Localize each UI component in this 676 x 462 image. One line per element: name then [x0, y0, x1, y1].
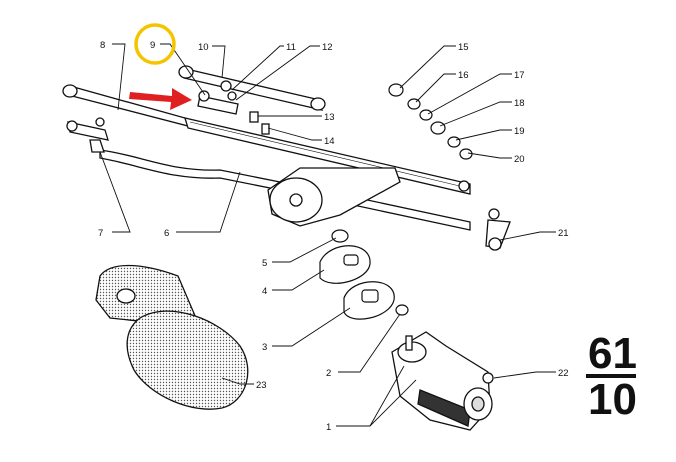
motor-shaft: [405, 335, 413, 351]
left-crank-bolt: [95, 117, 105, 127]
right-crank-pivot: [488, 237, 502, 251]
left-crank-pivot: [66, 120, 78, 132]
rod-8-eye: [62, 84, 78, 98]
label-8: 8: [100, 40, 105, 51]
ball-joint-9: [198, 90, 210, 102]
label-9: 9: [150, 40, 155, 51]
label-1: 1: [326, 422, 331, 433]
section-divider: [586, 374, 636, 378]
ring-17: [419, 109, 433, 121]
nut-15: [388, 83, 404, 97]
annotations: [129, 23, 192, 110]
linkage-assembly: [62, 65, 511, 251]
label-11: 11: [286, 42, 296, 53]
rod-right-eye: [458, 180, 470, 192]
hardware-stack: [388, 83, 473, 160]
motor-can-shade: [417, 389, 471, 427]
rod-10-eye-left: [178, 65, 194, 79]
section-bottom: 10: [588, 375, 637, 424]
label-13: 13: [324, 112, 335, 123]
label-6: 6: [164, 228, 169, 239]
washer-16: [407, 98, 421, 110]
main-linkage-rod: [184, 117, 471, 195]
label-4: 4: [262, 286, 267, 297]
label-3: 3: [262, 342, 267, 353]
label-14: 14: [324, 136, 335, 147]
label-20: 20: [514, 154, 525, 165]
plate-3-slot: [361, 289, 379, 303]
plate-bore: [289, 193, 303, 207]
rod-10-eye-right: [310, 97, 326, 111]
part-labels: 8 9 10 11 12 15 16 17 18 19 20 13 14 7 6…: [98, 40, 569, 433]
label-23: 23: [256, 380, 267, 391]
highlight-circle: [134, 23, 176, 65]
section-number: 61 10: [586, 329, 637, 424]
cover-boss: [116, 288, 136, 304]
leader-lines: [99, 43, 556, 427]
bushing-18: [430, 121, 446, 135]
motor-cover-23: [95, 264, 249, 410]
label-10: 10: [198, 42, 209, 53]
wiper-motor: [391, 331, 494, 431]
screw-13: [249, 111, 259, 123]
label-5: 5: [262, 258, 267, 269]
label-18: 18: [514, 98, 525, 109]
red-arrow-icon: [129, 88, 192, 110]
label-16: 16: [458, 70, 469, 81]
washer-19: [447, 136, 461, 148]
seal-5: [331, 229, 349, 243]
label-12: 12: [322, 42, 333, 53]
label-17: 17: [514, 70, 525, 81]
screw-22: [482, 372, 494, 384]
right-crank-bolt: [488, 208, 500, 220]
label-19: 19: [514, 126, 525, 137]
part-7-clip: [89, 139, 105, 153]
cover-motor-part: [126, 310, 249, 410]
label-15: 15: [458, 42, 469, 53]
screw-14: [261, 123, 270, 135]
washer-2: [395, 304, 409, 316]
linkage-rod-8: [69, 85, 190, 127]
nut-11: [220, 80, 232, 92]
washer-12: [227, 91, 237, 101]
section-top: 61: [588, 329, 637, 378]
label-22: 22: [558, 368, 569, 379]
label-7: 7: [98, 228, 103, 239]
gasket-4-slot: [343, 254, 359, 266]
label-21: 21: [558, 228, 569, 239]
gasket-stack: [319, 229, 409, 320]
seal-20: [459, 148, 473, 160]
crank-lever: [197, 95, 239, 115]
label-2: 2: [326, 368, 331, 379]
